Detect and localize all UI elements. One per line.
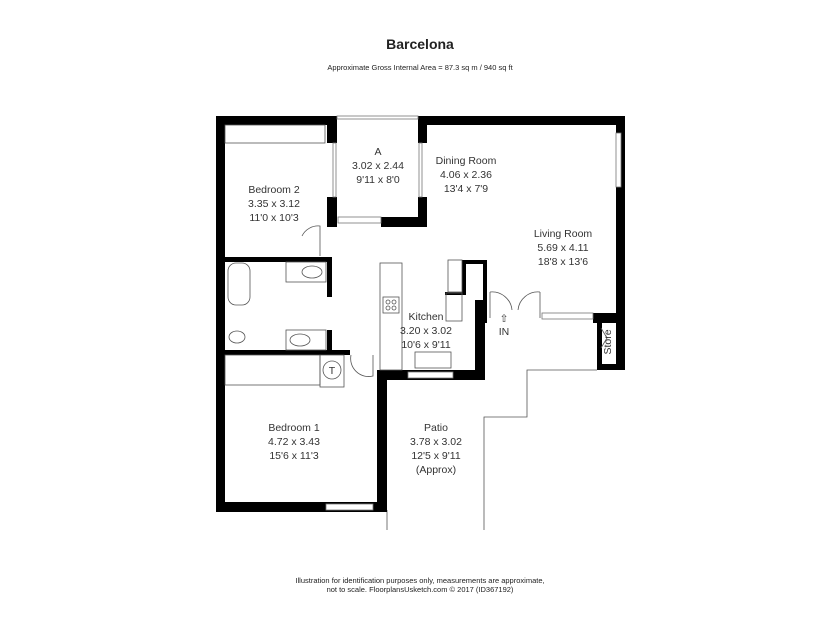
svg-text:10'6 x 9'11: 10'6 x 9'11 [401, 339, 451, 351]
windows [325, 115, 622, 511]
svg-text:Patio: Patio [424, 422, 448, 434]
svg-text:12'5 x 9'11: 12'5 x 9'11 [411, 450, 461, 462]
svg-text:3.20 x 3.02: 3.20 x 3.02 [400, 325, 452, 337]
svg-text:11'0 x 10'3: 11'0 x 10'3 [249, 212, 299, 224]
svg-text:Bedroom 1: Bedroom 1 [268, 422, 320, 434]
svg-text:3.02 x 2.44: 3.02 x 2.44 [352, 160, 404, 172]
door-bedroom2 [301, 225, 321, 256]
svg-text:3.78 x 3.02: 3.78 x 3.02 [410, 436, 462, 448]
hob-icon [382, 296, 400, 314]
room-living: Living Room 5.69 x 4.11 18'8 x 13'6 [534, 228, 593, 268]
kitchen-counter [379, 262, 403, 371]
entrance-label: IN [499, 326, 510, 338]
room-bedroom1: Bedroom 1 4.72 x 3.43 15'6 x 11'3 [268, 422, 320, 462]
basin-icon [285, 261, 327, 283]
svg-text:Living Room: Living Room [534, 228, 593, 240]
room-dining: Dining Room 4.06 x 2.36 13'4 x 7'9 [436, 155, 497, 195]
svg-text:Kitchen: Kitchen [408, 311, 443, 323]
gross-area: Approximate Gross Internal Area = 87.3 s… [327, 63, 513, 72]
room-a: A 3.02 x 2.44 9'11 x 8'0 [352, 146, 404, 186]
sink-icon [414, 351, 452, 369]
disclaimer-line-2: not to scale. FloorplansUsketch.com © 20… [326, 585, 514, 594]
svg-text:4.72 x 3.43: 4.72 x 3.43 [268, 436, 320, 448]
room-patio: Patio 3.78 x 3.02 12'5 x 9'11 (Approx) [410, 422, 462, 476]
svg-text:3.35 x 3.12: 3.35 x 3.12 [248, 198, 300, 210]
tank-label: T [329, 365, 336, 377]
patio-outline [386, 369, 597, 530]
room-bedroom2: Bedroom 2 3.35 x 3.12 11'0 x 10'3 [248, 184, 300, 224]
svg-text:15'6 x 11'3: 15'6 x 11'3 [269, 450, 319, 462]
toilet-icon [228, 330, 246, 344]
tank-icon [322, 360, 342, 380]
bathtub-icon [227, 262, 251, 306]
svg-text:5.69 x 4.11: 5.69 x 4.11 [537, 242, 588, 254]
svg-text:18'8 x 13'6: 18'8 x 13'6 [538, 256, 588, 268]
room-kitchen: Kitchen 3.20 x 3.02 10'6 x 9'11 [400, 311, 452, 351]
door-bedroom1 [350, 354, 374, 377]
svg-text:9'11 x 8'0: 9'11 x 8'0 [356, 174, 400, 186]
store-label: Store [602, 329, 614, 354]
plan-title: Barcelona [386, 36, 454, 52]
entrance-door [489, 291, 513, 311]
disclaimer: Illustration for identification purposes… [0, 576, 840, 594]
svg-text:Bedroom 2: Bedroom 2 [248, 184, 300, 196]
svg-text:Dining Room: Dining Room [436, 155, 497, 167]
svg-text:(Approx): (Approx) [416, 464, 456, 476]
fixtures [224, 124, 608, 388]
entrance-arrow-icon: ⇧ [500, 313, 509, 325]
disclaimer-line-1: Illustration for identification purposes… [295, 576, 545, 585]
svg-text:13'4 x 7'9: 13'4 x 7'9 [444, 183, 488, 195]
svg-text:4.06 x 2.36: 4.06 x 2.36 [440, 169, 492, 181]
svg-text:A: A [374, 146, 381, 158]
